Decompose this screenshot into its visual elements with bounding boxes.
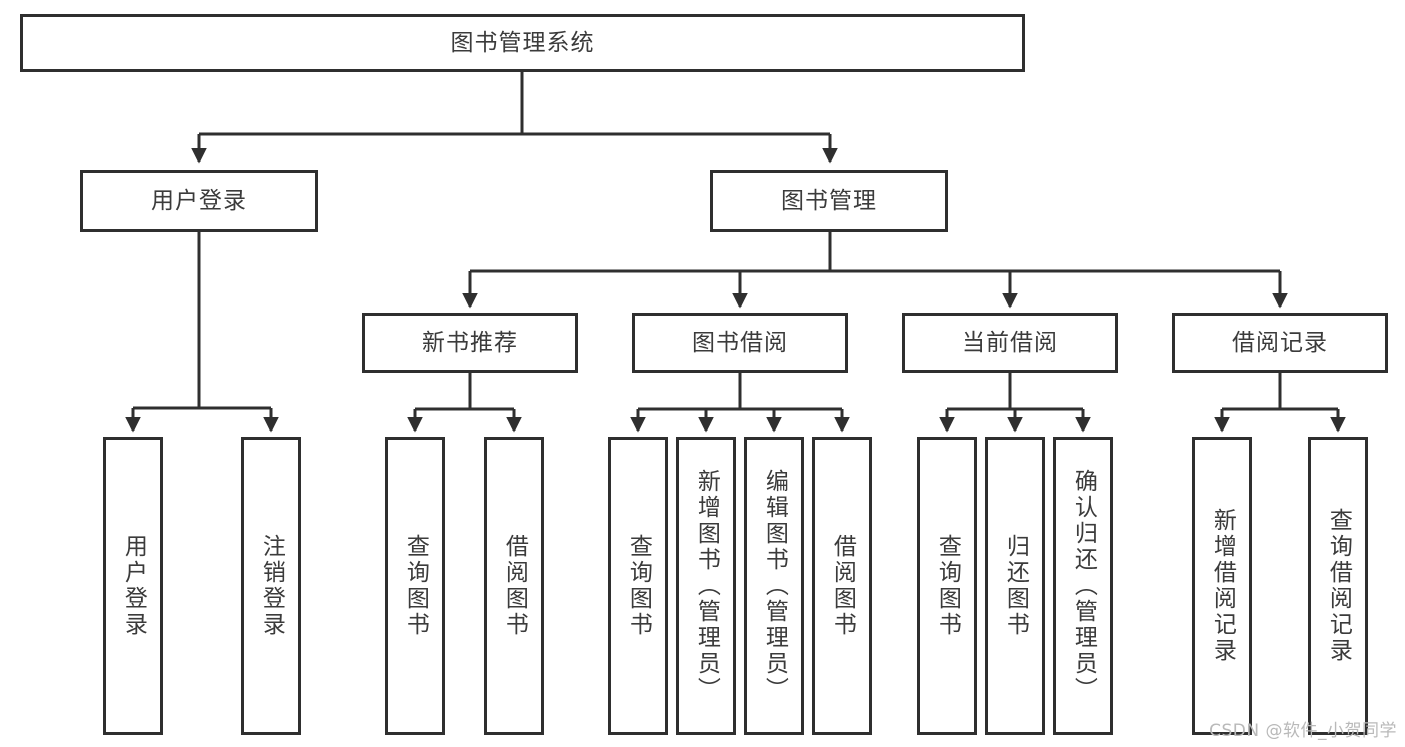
node-label: 查询图书	[934, 534, 961, 638]
node-leaf-return-book[interactable]: 归还图书	[985, 437, 1045, 735]
node-label: 编辑图书（管理员）	[761, 469, 788, 703]
node-label: 借阅图书	[829, 534, 856, 638]
node-user-login[interactable]: 用户登录	[80, 170, 318, 232]
node-leaf-borrow-book[interactable]: 借阅图书	[812, 437, 872, 735]
node-current-borrow[interactable]: 当前借阅	[902, 313, 1118, 373]
node-label: 借阅记录	[1232, 329, 1328, 356]
node-label: 用户登录	[120, 534, 147, 638]
node-leaf-query-book-recommend[interactable]: 查询图书	[385, 437, 445, 735]
node-leaf-user-login[interactable]: 用户登录	[103, 437, 163, 735]
node-book-management[interactable]: 图书管理	[710, 170, 948, 232]
node-label: 查询图书	[625, 534, 652, 638]
node-label: 归还图书	[1002, 534, 1029, 638]
watermark: CSDN @软件_小贺同学	[1209, 721, 1397, 741]
node-leaf-query-book-borrow[interactable]: 查询图书	[608, 437, 668, 735]
node-new-book-recommend[interactable]: 新书推荐	[362, 313, 578, 373]
node-borrow-record[interactable]: 借阅记录	[1172, 313, 1388, 373]
node-label: 新书推荐	[422, 329, 518, 356]
node-leaf-borrow-book-recommend[interactable]: 借阅图书	[484, 437, 544, 735]
node-leaf-edit-book-admin[interactable]: 编辑图书（管理员）	[744, 437, 804, 735]
node-label: 借阅图书	[501, 534, 528, 638]
node-book-borrow[interactable]: 图书借阅	[632, 313, 848, 373]
node-label: 当前借阅	[962, 329, 1058, 356]
node-label: 查询图书	[402, 534, 429, 638]
node-label: 图书借阅	[692, 329, 788, 356]
node-leaf-query-borrow-record[interactable]: 查询借阅记录	[1308, 437, 1368, 735]
node-leaf-add-borrow-record[interactable]: 新增借阅记录	[1192, 437, 1252, 735]
node-label: 确认归还（管理员）	[1070, 469, 1097, 703]
node-leaf-confirm-return-admin[interactable]: 确认归还（管理员）	[1053, 437, 1113, 735]
node-leaf-add-book-admin[interactable]: 新增图书（管理员）	[676, 437, 736, 735]
node-label: 查询借阅记录	[1325, 508, 1352, 664]
node-label: 新增图书（管理员）	[693, 469, 720, 703]
node-root-book-management-system[interactable]: 图书管理系统	[20, 14, 1025, 72]
node-label: 注销登录	[258, 534, 285, 638]
node-label: 图书管理系统	[450, 29, 595, 56]
node-label: 图书管理	[781, 187, 877, 214]
node-leaf-logout[interactable]: 注销登录	[241, 437, 301, 735]
node-label: 新增借阅记录	[1209, 508, 1236, 664]
node-label: 用户登录	[151, 187, 247, 214]
node-leaf-query-book-current[interactable]: 查询图书	[917, 437, 977, 735]
